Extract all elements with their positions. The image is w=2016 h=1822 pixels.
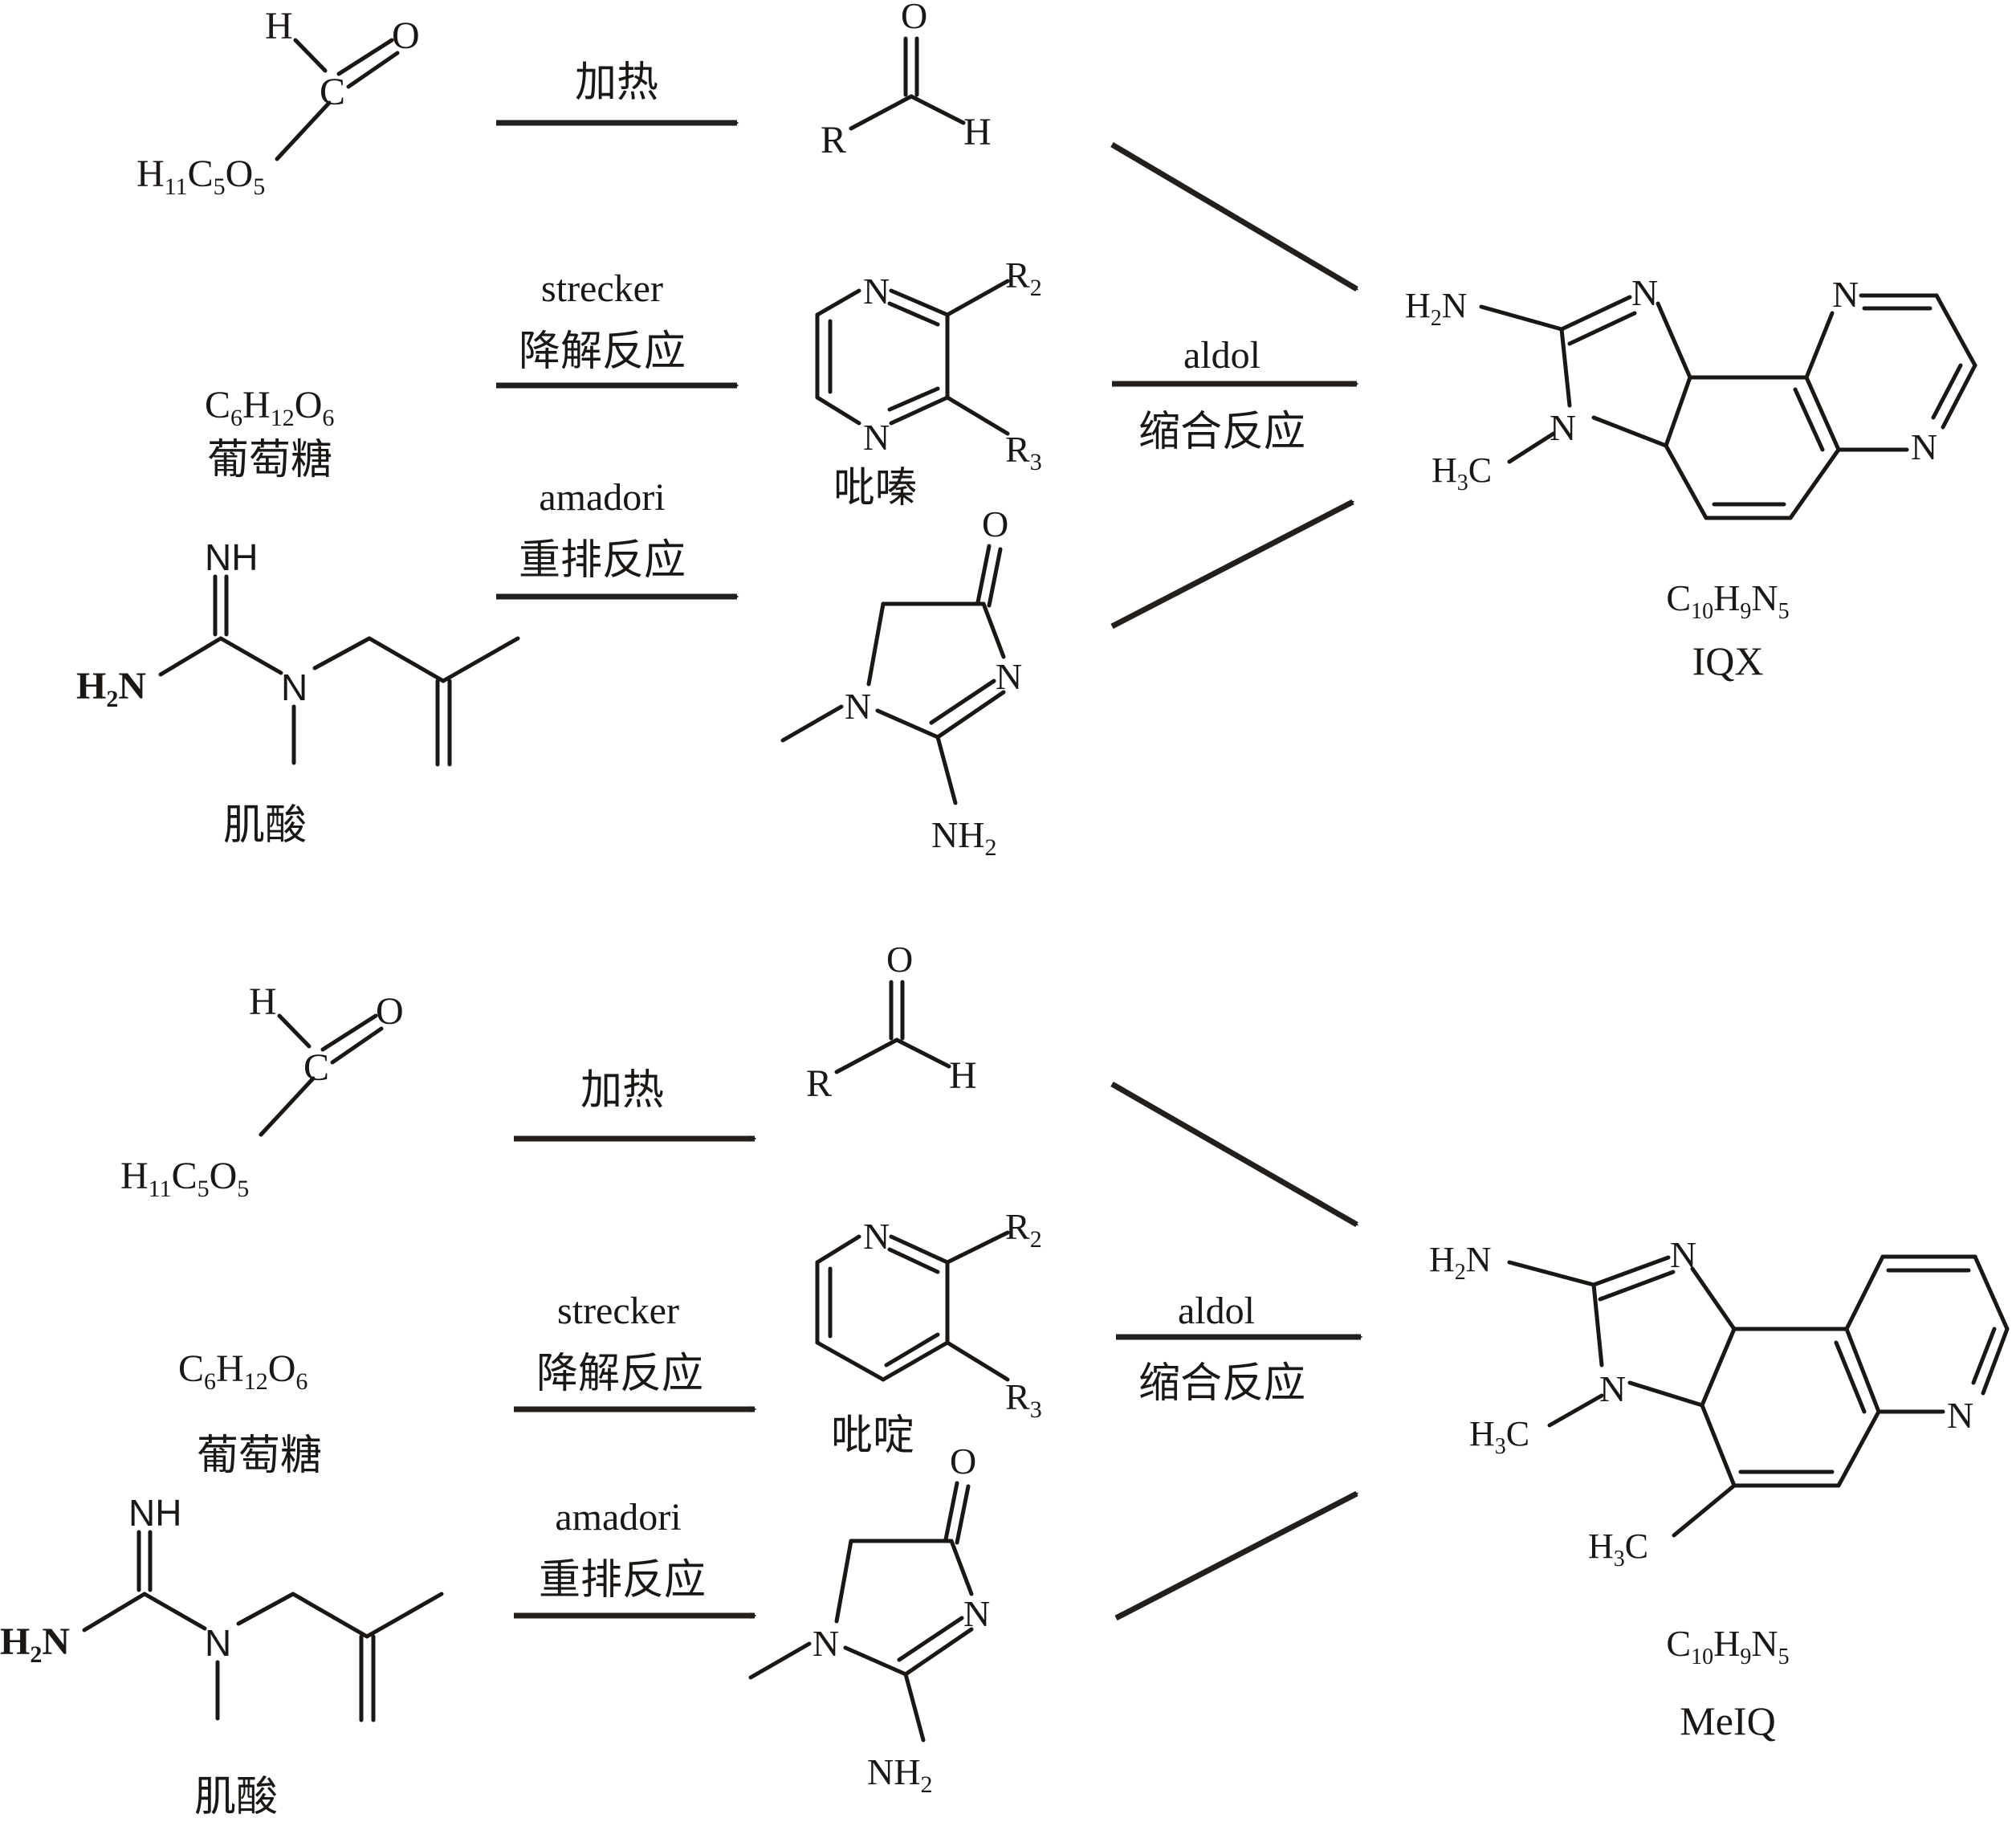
atom-n: N: [1947, 1395, 1973, 1436]
atom-n: N: [863, 417, 890, 458]
atom-n: N: [1631, 272, 1658, 313]
arrow-aldehyde-to-meiq: [1110, 1081, 1359, 1228]
arrow-label-heat: 加热: [580, 1066, 664, 1115]
aldehyde-bottom: O R H: [806, 939, 977, 1105]
arrow-aldehyde-to-iqx: [1110, 141, 1359, 292]
atom-n: N: [1599, 1368, 1626, 1409]
arrow-imidazolinone-to-meiq: [1114, 1490, 1359, 1621]
atom-nh2: NH2: [867, 1751, 932, 1798]
creatine-structure-top: NH H2N N: [76, 536, 520, 767]
atom-n: N: [281, 666, 307, 708]
atom-n: N: [205, 1622, 231, 1664]
atom-h: H: [265, 5, 293, 47]
arrow-strecker-top: strecker 降解反应: [496, 267, 739, 389]
pentose-formula: H11C5O5: [120, 1155, 249, 1202]
arrow-label-strecker: strecker: [557, 1290, 679, 1332]
arrow-label-aldol: aldol: [1183, 334, 1261, 377]
atom-ch3-n: H3C: [1469, 1414, 1529, 1459]
atom-r2: R2: [1005, 1206, 1042, 1253]
meiq-formula: C10H9N5: [1666, 1623, 1789, 1669]
arrow-label-amadori-cn: 重排反应: [539, 1556, 706, 1604]
creatine-name: 肌酸: [223, 801, 307, 850]
atom-n: N: [1911, 426, 1937, 467]
atom-h: H: [963, 111, 992, 153]
atom-ch3-c: H3C: [1588, 1526, 1648, 1571]
atom-o: O: [950, 1441, 976, 1482]
pyridine-name: 吡啶: [831, 1412, 914, 1460]
atom-r: R: [821, 119, 846, 161]
atom-h2n: H2N: [76, 665, 146, 712]
atom-r2: R2: [1005, 255, 1042, 301]
product-name-iqx: IQX: [1692, 638, 1764, 683]
arrow-heat-top: 加热: [496, 59, 739, 126]
atom-c: C: [303, 1046, 329, 1089]
atom-o: O: [901, 0, 927, 36]
atom-o: O: [392, 14, 420, 57]
arrow-label-strecker: strecker: [541, 267, 663, 310]
arrow-label-amadori-cn: 重排反应: [519, 536, 686, 585]
atom-h2n: H2N: [1405, 286, 1468, 331]
glucose-name: 葡萄糖: [197, 1432, 322, 1480]
iqx-structure: H2N N N H3C N N: [1405, 272, 1977, 520]
meiq-structure: H2N N N H3C N: [1429, 1234, 2010, 1571]
arrow-label-aldol: aldol: [1178, 1290, 1255, 1332]
creatine-structure-bottom: NH H2N N: [0, 1492, 444, 1722]
arrow-label-strecker-cn: 降解反应: [536, 1350, 703, 1398]
atom-n: N: [813, 1623, 839, 1664]
atom-h: H: [949, 1054, 977, 1097]
arrow-label-strecker-cn: 降解反应: [519, 328, 686, 376]
atom-h: H: [249, 980, 277, 1023]
glucose-formula: C6H12O6: [205, 384, 334, 431]
glucose-name: 葡萄糖: [207, 436, 332, 484]
pentose-formula: H11C5O5: [136, 153, 265, 200]
atom-nh2: NH2: [931, 814, 996, 861]
atom-c: C: [320, 71, 345, 113]
atom-r3: R3: [1005, 429, 1042, 475]
atom-n: N: [1550, 407, 1576, 448]
atom-nh: NH: [128, 1492, 181, 1534]
arrow-label-amadori: amadori: [555, 1496, 681, 1539]
bottom-panel: H O C H11C5O5 C6H12O6 葡萄糖 NH H2N N 肌酸: [0, 939, 2010, 1821]
pentose-aldehyde-top: H O C H11C5O5: [136, 5, 420, 200]
aldehyde-top: O R H: [821, 0, 992, 161]
creatine-name: 肌酸: [194, 1773, 278, 1821]
arrow-amadori-top: amadori 重排反应: [496, 476, 739, 600]
atom-n: N: [863, 1216, 890, 1257]
product-name-meiq: MeIQ: [1680, 1698, 1775, 1743]
arrow-amadori-bottom: amadori 重排反应: [514, 1496, 757, 1619]
top-panel: H O C H11C5O5 C6H12O6 葡萄糖 NH H2N N 肌酸: [76, 0, 1977, 861]
arrow-aldol-bottom: aldol 缩合反应: [1116, 1290, 1363, 1408]
atom-n: N: [863, 271, 890, 312]
pyridine-structure: N R2 R3: [815, 1206, 1042, 1423]
pyrazine-structure: N N R2 R3: [815, 255, 1042, 475]
pyrazine-name: 吡嗪: [833, 464, 917, 512]
arrow-strecker-bottom: strecker 降解反应: [514, 1290, 757, 1412]
atom-o: O: [886, 939, 913, 980]
glucose-formula: C6H12O6: [178, 1347, 307, 1395]
atom-nh: NH: [205, 536, 258, 578]
arrow-label-amadori: amadori: [539, 476, 665, 519]
atom-n: N: [996, 656, 1022, 697]
pentose-aldehyde-bottom: H O C H11C5O5: [120, 980, 404, 1202]
arrow-aldol-top: aldol 缩合反应: [1112, 334, 1359, 456]
imidazolinone-bottom: O N N NH2: [748, 1441, 990, 1798]
atom-r: R: [806, 1062, 832, 1105]
atom-n: N: [963, 1593, 990, 1634]
atom-h2n: H2N: [0, 1620, 70, 1668]
arrow-heat-bottom: 加热: [514, 1066, 757, 1142]
iqx-formula: C10H9N5: [1666, 577, 1789, 624]
arrow-label-heat: 加热: [575, 59, 658, 107]
arrow-label-aldol-cn: 缩合反应: [1138, 1359, 1305, 1408]
atom-o: O: [376, 990, 404, 1033]
atom-n: N: [845, 686, 871, 727]
atom-n: N: [1832, 274, 1859, 315]
imidazolinone-top: O N N NH2: [780, 503, 1022, 861]
arrow-imidazolinone-to-iqx: [1110, 499, 1355, 630]
arrow-label-aldol-cn: 缩合反应: [1138, 408, 1305, 456]
atom-r3: R3: [1005, 1376, 1042, 1423]
atom-h2n: H2N: [1429, 1240, 1492, 1285]
atom-o: O: [982, 503, 1008, 544]
atom-ch3: H3C: [1432, 450, 1492, 495]
